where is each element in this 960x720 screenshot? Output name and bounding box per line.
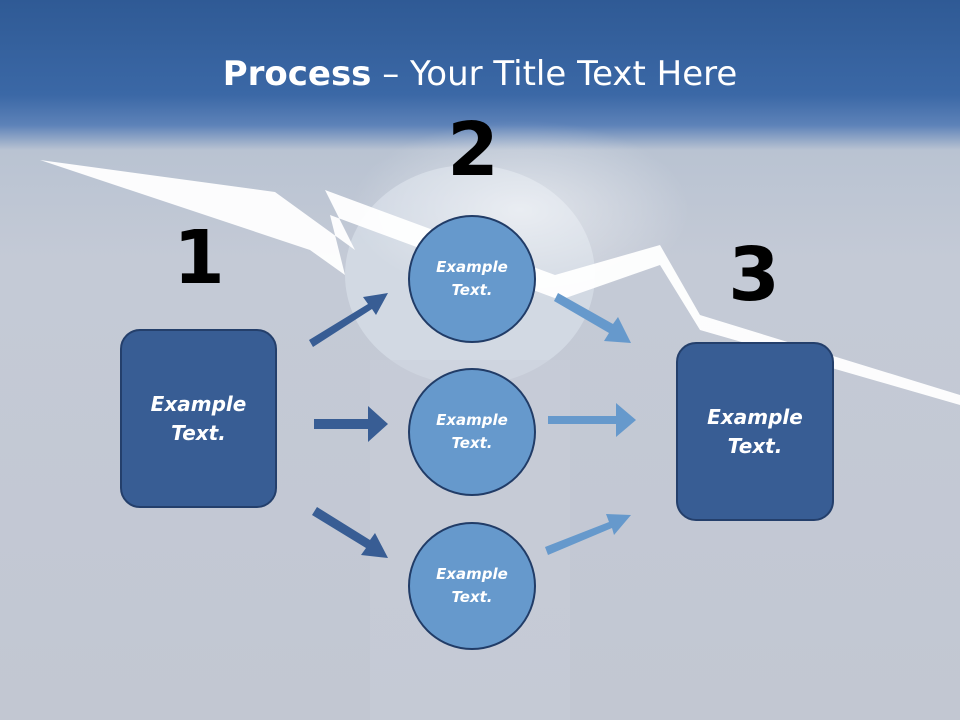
step-1-box: Example Text. (120, 329, 277, 508)
step-2-circle-bottom: Example Text. (408, 522, 536, 650)
arrow-bottom-to-3 (545, 514, 631, 555)
arrow-1-to-bottom (312, 507, 388, 558)
step-3-label: Example Text. (707, 404, 803, 458)
step-2-circle-bottom-label: Example Text. (436, 565, 508, 606)
step-number-3: 3 (728, 232, 780, 318)
slide-title: Process – Your Title Text Here (0, 52, 960, 96)
arrow-1-to-middle (314, 406, 388, 442)
title-rest: – Your Title Text Here (371, 54, 738, 94)
arrow-middle-to-3 (548, 403, 636, 437)
arrow-top-to-3 (554, 293, 631, 343)
lightning-bolt-shape (40, 160, 960, 405)
step-2-circle-top: Example Text. (408, 215, 536, 343)
arrow-1-to-top (309, 293, 388, 347)
step-3-box: Example Text. (676, 342, 834, 521)
step-1-label: Example Text. (150, 391, 247, 445)
title-bold: Process (222, 54, 372, 94)
step-number-1: 1 (173, 215, 225, 301)
step-2-circle-middle-label: Example Text. (436, 411, 508, 452)
step-2-circle-top-label: Example Text. (436, 258, 508, 299)
step-number-2: 2 (447, 107, 499, 193)
step-2-circle-middle: Example Text. (408, 368, 536, 496)
